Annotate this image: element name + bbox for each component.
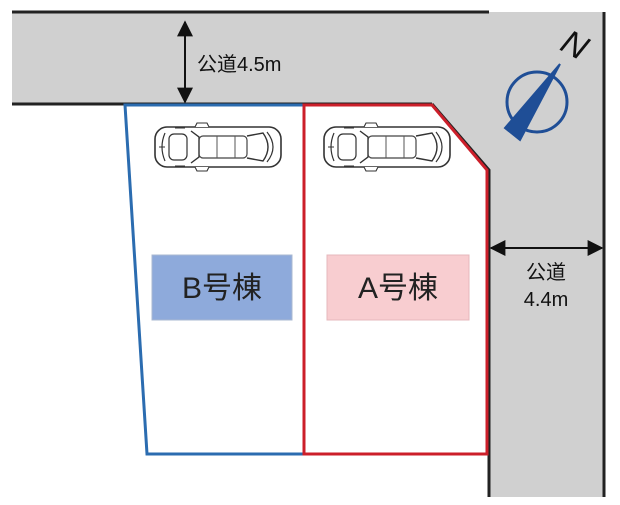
north-road-label: 公道4.5m (197, 53, 281, 76)
building-b-text: B号棟 (182, 272, 262, 305)
east-road-label-line2: 4.4m (524, 289, 568, 311)
east-road-label-line1: 公道 (526, 261, 566, 284)
car-icon-lot-a (323, 122, 451, 172)
building-a-label: A号棟 (326, 254, 470, 321)
building-a-text: A号棟 (358, 272, 438, 305)
building-b-label: B号棟 (151, 254, 293, 321)
road-surface (12, 12, 604, 497)
car-icon-lot-b (154, 122, 282, 172)
